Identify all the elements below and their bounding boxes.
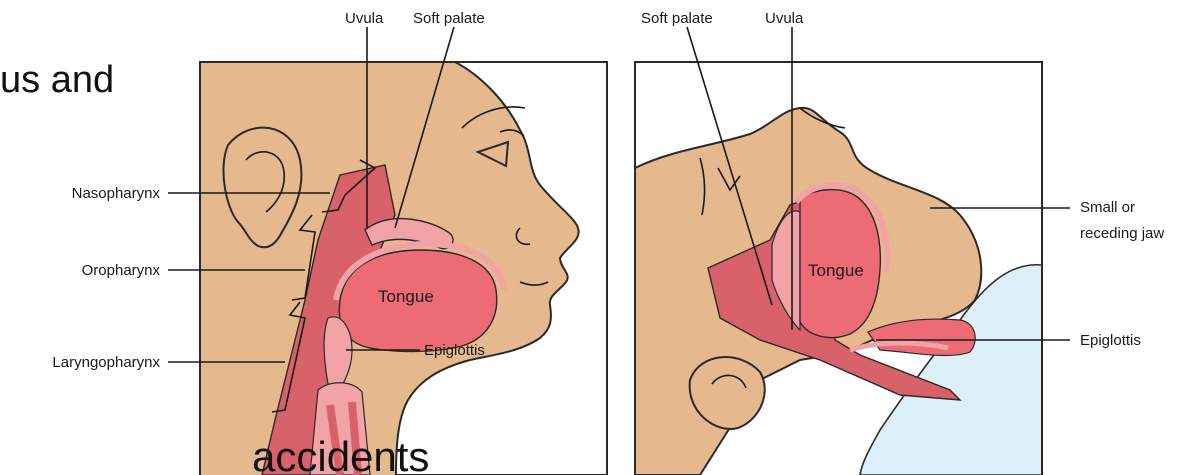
jaw-label-line2: receding jaw — [1080, 225, 1164, 242]
jaw-label-line1: Small or — [1080, 199, 1135, 216]
right-tongue-label: Tongue — [808, 261, 864, 280]
slide-text-fragment-bottom: accidents — [252, 433, 429, 475]
right-panel: Soft palate Uvula Tongue Small or recedi… — [635, 10, 1164, 475]
left-uvula-label: Uvula — [345, 10, 384, 27]
left-tongue-label: Tongue — [378, 287, 434, 306]
right-epiglottis-label: Epiglottis — [1080, 332, 1141, 349]
laryngopharynx-label: Laryngopharynx — [52, 354, 160, 371]
left-panel: Uvula Soft palate Nasopharynx Oropharynx… — [52, 10, 607, 475]
nasopharynx-label: Nasopharynx — [72, 185, 161, 202]
slide-text-fragment-top: us and — [0, 59, 114, 101]
left-epiglottis-label: Epiglottis — [424, 342, 485, 359]
oropharynx-label: Oropharynx — [82, 262, 161, 279]
left-soft-palate-label: Soft palate — [413, 10, 485, 27]
right-soft-palate-label: Soft palate — [641, 10, 713, 27]
right-uvula-label: Uvula — [765, 10, 804, 27]
